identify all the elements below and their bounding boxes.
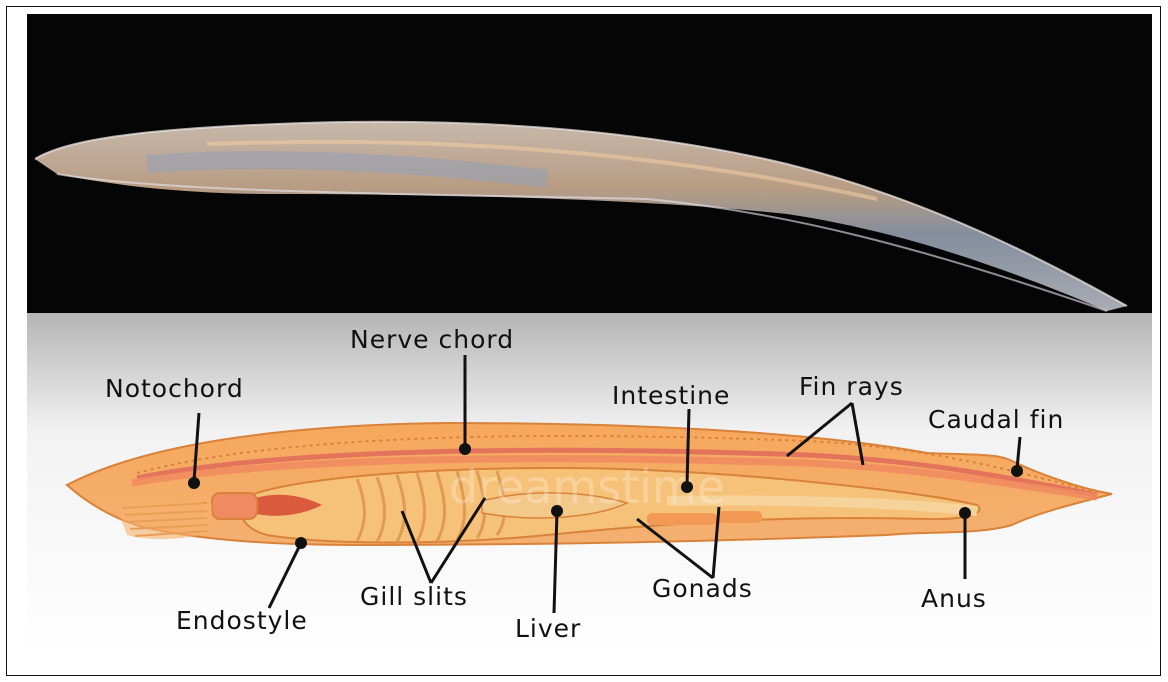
- label-anus: Anus: [921, 586, 987, 611]
- lancelet-photo: [27, 14, 1152, 313]
- label-liver: Liver: [515, 616, 581, 641]
- label-caudal-fin: Caudal fin: [928, 407, 1064, 432]
- label-intestine: Intestine: [612, 383, 730, 408]
- label-notochord: Notochord: [105, 376, 244, 401]
- label-gill-slits: Gill slits: [360, 584, 468, 609]
- label-gonads: Gonads: [652, 576, 753, 601]
- label-nerve-chord: Nerve chord: [350, 327, 514, 352]
- label-fin-rays: Fin rays: [799, 374, 904, 399]
- label-endostyle: Endostyle: [176, 608, 308, 633]
